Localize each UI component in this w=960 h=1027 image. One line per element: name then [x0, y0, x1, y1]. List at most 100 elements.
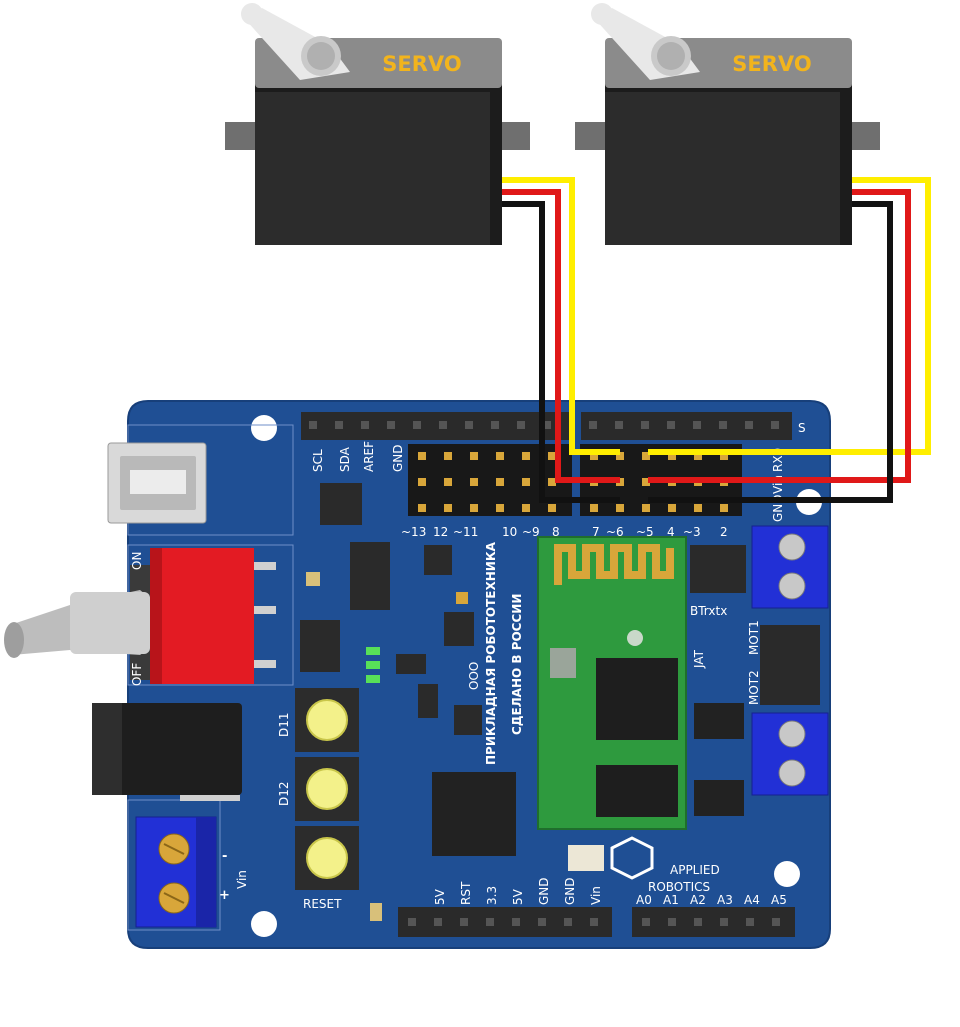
board: SCL SDA AREF GND ~13 12 ~11 10 ~9 8 7 ~6… — [4, 400, 831, 949]
bottom-header-labels: 5V RST 3.3 5V GND GND Vin A0 A1 A2 A3 A4… — [433, 877, 787, 907]
header-pin — [667, 421, 675, 429]
mot2-label: MOT2 — [747, 670, 761, 705]
pin-label-3: ~3 — [683, 525, 701, 539]
bottom-header-pins — [408, 918, 780, 926]
wires — [502, 177, 931, 503]
power-terminal: - + Vin — [135, 816, 249, 928]
header-pin — [746, 918, 754, 926]
button-d12-label: D12 — [277, 781, 291, 806]
dc-jack — [92, 703, 242, 801]
switch-off-label: OFF — [130, 663, 144, 686]
header-pin — [309, 421, 317, 429]
header-pin — [548, 478, 556, 486]
pin-label-9: ~9 — [522, 525, 540, 539]
terminal-plus-label: + — [219, 888, 230, 903]
header-pin — [361, 421, 369, 429]
pin-label-5v-a: 5V — [433, 888, 447, 905]
bluetooth-module — [537, 536, 687, 830]
header-pin — [615, 421, 623, 429]
header-pin — [496, 452, 504, 460]
pin-label-2: 2 — [720, 525, 728, 539]
header-pin — [694, 452, 702, 460]
button-reset-label: RESET — [303, 897, 342, 911]
header-pin — [465, 421, 473, 429]
header-pin — [538, 918, 546, 926]
header-pin — [460, 918, 468, 926]
pin-label-gnd: GND — [391, 444, 405, 472]
header-pin — [522, 504, 530, 512]
header-pin — [470, 504, 478, 512]
header-pin — [642, 452, 650, 460]
servo-2-label: SERVO — [732, 52, 811, 76]
header-pin — [496, 504, 504, 512]
header-pin — [719, 421, 727, 429]
header-pin — [418, 452, 426, 460]
header-pin — [590, 452, 598, 460]
brand-logo: APPLIED ROBOTICS — [610, 836, 720, 894]
header-pin — [522, 478, 530, 486]
header-pin — [616, 504, 624, 512]
pin-label-10: 10 — [502, 525, 517, 539]
header-pin — [548, 504, 556, 512]
header-pin — [771, 421, 779, 429]
brand-line-1: APPLIED — [670, 863, 720, 877]
servo-2-ground-wire — [648, 201, 893, 503]
header-pin — [517, 421, 525, 429]
pin-label-gnd-b: GND — [563, 877, 577, 905]
brand-line-2: ROBOTICS — [648, 880, 710, 894]
header-pin — [668, 504, 676, 512]
servo-2: SERVO — [575, 3, 880, 245]
pin-label-aref: AREF — [362, 441, 376, 472]
header-pin — [439, 421, 447, 429]
servo-1-signal-wire — [502, 177, 620, 455]
header-pin — [444, 478, 452, 486]
pin-label-a1: A1 — [663, 893, 679, 907]
header-pin — [387, 421, 395, 429]
top-header-pins — [309, 421, 779, 429]
header-pin — [642, 504, 650, 512]
header-pin — [590, 504, 598, 512]
header-pin — [720, 504, 728, 512]
header-pin — [408, 918, 416, 926]
motor-area: BTrxtx JAT MOT1 MOT2 — [690, 525, 829, 796]
jat-label: JAT — [692, 649, 706, 669]
pin-label-7: 7 — [592, 525, 600, 539]
servo-header-s-label: S — [798, 421, 806, 435]
switch-on-label: ON — [130, 552, 144, 570]
pin-label-a0: A0 — [636, 893, 652, 907]
header-pin — [470, 452, 478, 460]
pin-label-8: 8 — [552, 525, 560, 539]
pin-label-a3: A3 — [717, 893, 733, 907]
pin-label-11: ~11 — [453, 525, 478, 539]
header-pin — [564, 918, 572, 926]
pin-label-sda: SDA — [338, 446, 352, 472]
header-pin — [512, 918, 520, 926]
mot1-label: MOT1 — [747, 620, 761, 655]
top-header-labels: SCL SDA AREF GND ~13 12 ~11 10 ~9 8 7 ~6… — [311, 421, 806, 539]
header-pin — [470, 478, 478, 486]
header-pin — [589, 421, 597, 429]
servo-1-label: SERVO — [382, 52, 461, 76]
header-pin — [418, 504, 426, 512]
pin-label-13: ~13 — [401, 525, 426, 539]
header-pin — [491, 421, 499, 429]
maker-text: ООО ПРИКЛАДНАЯ РОБОТОТЕХНИКА СДЕЛАНО В Р… — [467, 541, 524, 765]
made-in-russia-text: СДЕЛАНО В РОССИИ — [510, 594, 524, 735]
usb-connector — [107, 442, 207, 524]
header-pin — [668, 452, 676, 460]
pin-label-vin: Vin — [589, 886, 603, 905]
terminal-vin-label: Vin — [235, 870, 249, 889]
robotics-text: ПРИКЛАДНАЯ РОБОТОТЕХНИКА — [484, 541, 498, 765]
header-pin — [772, 918, 780, 926]
header-pin — [522, 452, 530, 460]
header-pin — [694, 918, 702, 926]
header-pin — [694, 504, 702, 512]
pin-label-12: 12 — [433, 525, 448, 539]
header-pin — [486, 918, 494, 926]
pin-label-5v-b: 5V — [511, 888, 525, 905]
header-pin — [720, 918, 728, 926]
servo-2-power-wire — [648, 189, 911, 483]
pin-label-a2: A2 — [690, 893, 706, 907]
pin-label-6: ~6 — [606, 525, 624, 539]
